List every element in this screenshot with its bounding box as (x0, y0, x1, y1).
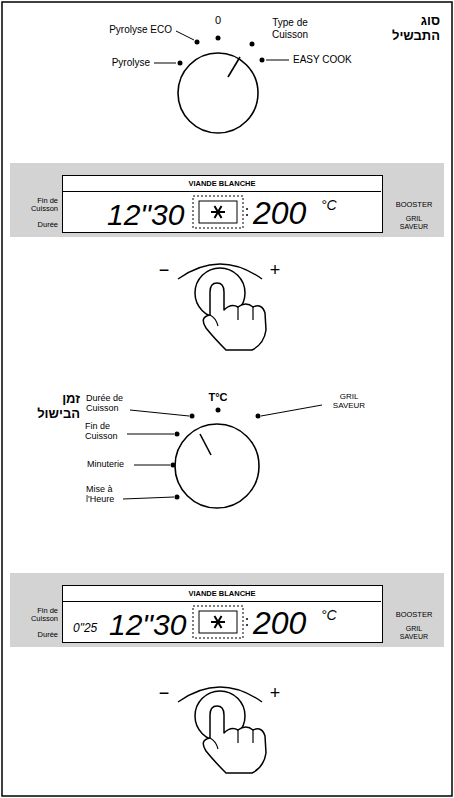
label: Minuterie (87, 459, 147, 469)
display-text: GRIL SAVEUR (394, 625, 434, 640)
label: + (266, 260, 284, 281)
display-text: BOOSTER (386, 611, 442, 619)
display-text: GRIL SAVEUR (394, 215, 434, 230)
display-text: 200 (253, 196, 319, 231)
display-text: Durée (14, 631, 58, 639)
label: Mise à l'Heure (86, 484, 132, 505)
display-text: 0"25 (73, 622, 103, 635)
label: Pyrolyse ECO (100, 24, 172, 36)
display-text: VIANDE BLANCHE (63, 586, 381, 602)
display-band: Fin de CuissonDurée BOOSTER GRIL SAVEUR VIA… (10, 163, 444, 237)
label: Durée de Cuisson (86, 393, 148, 414)
label: 0 (210, 14, 226, 27)
lcd-screen: VIANDE BLANCHE 0"25 12"30 200°C (62, 585, 383, 643)
pressing-hand (178, 264, 266, 350)
display-text: 200 (253, 606, 319, 641)
pressing-hand (178, 687, 266, 773)
label: EASY COOK (293, 54, 373, 66)
program-knob (123, 405, 322, 508)
label: Pyrolyse (80, 57, 150, 69)
label: Fin de Cuisson (85, 421, 135, 442)
display-text: °C (321, 198, 351, 213)
display-text: Fin de Cuisson (14, 607, 58, 624)
label: זמן הבישול (22, 392, 80, 422)
display-text: °C (321, 608, 351, 623)
label: Type de Cuisson (260, 17, 320, 40)
label: סוג התבשיל (384, 14, 440, 44)
label: GRIL SAVEUR (326, 392, 372, 410)
label: − (155, 260, 173, 281)
display-text: 12"30 (107, 198, 191, 231)
label: T°C (204, 391, 232, 404)
display-text: Fin de Cuisson (14, 197, 58, 214)
selector-knob (154, 31, 289, 133)
display-text: BOOSTER (386, 201, 442, 209)
display-text: 12"30 (109, 608, 189, 641)
display-text: Durée (14, 221, 58, 229)
label: − (155, 683, 173, 704)
lcd-screen: VIANDE BLANCHE 12"30 200°C (62, 175, 383, 233)
label: + (266, 683, 284, 704)
display-text: VIANDE BLANCHE (63, 176, 381, 192)
display-band: Fin de CuissonDurée BOOSTER GRIL SAVEUR VIA… (10, 573, 444, 647)
